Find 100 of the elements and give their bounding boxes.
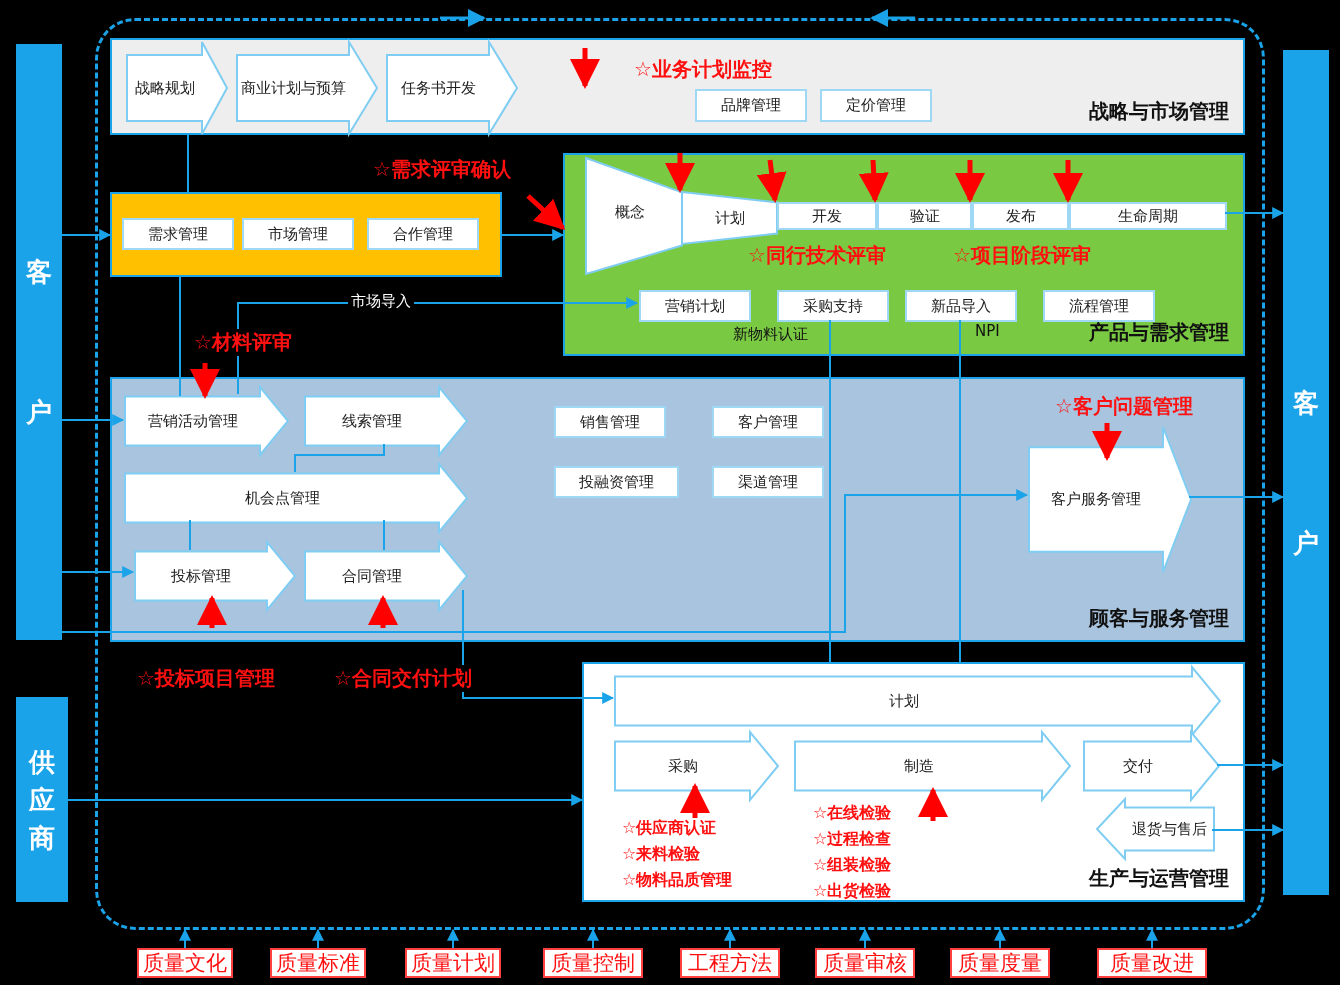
quality-box bbox=[815, 948, 915, 978]
box-label: 质量审核 bbox=[823, 950, 907, 977]
shape-label: 战略规划 bbox=[134, 78, 195, 98]
review-arrow bbox=[665, 153, 695, 193]
connector-line bbox=[187, 134, 189, 193]
shape-label: 任务书开发 bbox=[400, 78, 476, 98]
block-arrow-shape bbox=[615, 732, 778, 800]
annotation-text: ☆过程检查 bbox=[813, 829, 892, 850]
annotation-text: ☆业务计划监控 bbox=[634, 56, 772, 83]
arrow bbox=[1188, 491, 1285, 503]
annotation-text: ☆供应商认证 bbox=[622, 818, 717, 839]
edge-label: 市场导入 bbox=[348, 292, 414, 311]
block-arrow-shape bbox=[305, 387, 467, 455]
shape-label: 交付 bbox=[1122, 756, 1153, 776]
arrow bbox=[61, 489, 1029, 633]
review-arrow bbox=[756, 159, 787, 203]
side-bar bbox=[1283, 50, 1329, 895]
process-box bbox=[554, 466, 679, 498]
band-panel bbox=[582, 662, 1245, 902]
box-label: 质量控制 bbox=[551, 950, 635, 977]
review-arrow bbox=[1053, 160, 1083, 203]
process-box bbox=[1043, 290, 1155, 322]
review-arrow bbox=[955, 160, 985, 203]
quality-box bbox=[405, 948, 501, 978]
process-box bbox=[639, 290, 751, 322]
shape-label: 客户服务管理 bbox=[1051, 490, 1141, 509]
annotation-text: ☆同行技术评审 bbox=[748, 242, 886, 269]
block-arrow-shape bbox=[127, 42, 227, 134]
shape-label: 合同管理 bbox=[342, 566, 402, 586]
annotation-text: ☆合同交付计划 bbox=[332, 665, 474, 692]
band-heading: 顾客与服务管理 bbox=[1089, 605, 1229, 632]
box-label: 发布 bbox=[1005, 206, 1036, 226]
block-arrow-shape bbox=[1084, 732, 1219, 800]
connector-line bbox=[294, 443, 385, 473]
arrow bbox=[61, 414, 125, 426]
block-arrow-shape bbox=[682, 192, 777, 244]
box-label: 质量文化 bbox=[143, 950, 227, 977]
box-label: 市场管理 bbox=[268, 224, 328, 244]
review-arrow bbox=[1092, 423, 1122, 461]
box-label: 质量度量 bbox=[958, 950, 1042, 977]
note-text: NPI bbox=[975, 322, 1000, 340]
side-bar bbox=[16, 44, 62, 640]
shape-label: 机会点管理 bbox=[244, 488, 320, 508]
arrow bbox=[462, 589, 615, 704]
dashed-frame bbox=[95, 18, 1265, 930]
box-label: 开发 bbox=[812, 206, 842, 226]
shape-label: 采购 bbox=[667, 756, 698, 776]
arrow bbox=[1224, 207, 1285, 219]
box-label: 渠道管理 bbox=[738, 472, 798, 492]
quality-box bbox=[137, 948, 233, 978]
shape-label: 线索管理 bbox=[342, 411, 402, 431]
quality-box bbox=[680, 948, 780, 978]
process-box bbox=[972, 202, 1069, 230]
process-box bbox=[712, 466, 824, 498]
arrow bbox=[859, 928, 871, 949]
arrow bbox=[61, 566, 135, 578]
process-box bbox=[554, 406, 666, 438]
band-panel bbox=[563, 153, 1245, 356]
arrow bbox=[1216, 759, 1285, 771]
box-label: 质量改进 bbox=[1110, 950, 1194, 977]
band-panel bbox=[110, 377, 1245, 642]
annotation-text: ☆来料检验 bbox=[622, 844, 701, 865]
box-label: 工程方法 bbox=[688, 950, 772, 977]
arrow bbox=[67, 794, 584, 806]
review-arrow bbox=[918, 787, 948, 821]
shape-label: 投标管理 bbox=[171, 566, 231, 586]
block-arrow-shape bbox=[1097, 799, 1214, 859]
connector-line bbox=[959, 319, 961, 663]
shape-label: 概念 bbox=[615, 203, 645, 222]
box-label: 验证 bbox=[909, 206, 940, 226]
note-text: 新物料认证 bbox=[733, 325, 808, 344]
annotation-text: ☆组装检验 bbox=[813, 855, 892, 876]
connector-line bbox=[189, 519, 191, 551]
quality-box bbox=[1097, 948, 1207, 978]
process-box bbox=[820, 89, 932, 122]
side-bar bbox=[16, 697, 68, 902]
band-heading: 产品与需求管理 bbox=[1089, 319, 1229, 346]
arrow bbox=[1146, 928, 1158, 949]
arrow bbox=[61, 229, 112, 241]
annotation-text: ☆客户问题管理 bbox=[1055, 393, 1193, 420]
process-box bbox=[777, 202, 877, 230]
annotation-text: ☆出货检验 bbox=[813, 881, 892, 902]
box-label: 定价管理 bbox=[846, 96, 906, 115]
shape-label: 退货与售后 bbox=[1132, 819, 1207, 839]
shape-label: 营销活动管理 bbox=[147, 411, 238, 431]
block-arrow-shape bbox=[1029, 427, 1191, 572]
arrow bbox=[724, 928, 736, 949]
review-arrow bbox=[197, 595, 227, 628]
side-label: 供应商 bbox=[28, 745, 56, 855]
review-arrow bbox=[526, 194, 566, 230]
shape-label: 计划 bbox=[888, 691, 919, 711]
block-arrow-shape bbox=[125, 464, 467, 532]
box-label: 营销计划 bbox=[665, 296, 725, 316]
review-arrow bbox=[570, 48, 600, 89]
process-box bbox=[712, 406, 824, 438]
annotation-text: ☆投标项目管理 bbox=[135, 665, 277, 692]
connector-line bbox=[179, 276, 181, 397]
arrow bbox=[179, 928, 191, 949]
annotation-text: ☆需求评审确认 bbox=[373, 156, 511, 183]
arrow bbox=[501, 229, 565, 241]
